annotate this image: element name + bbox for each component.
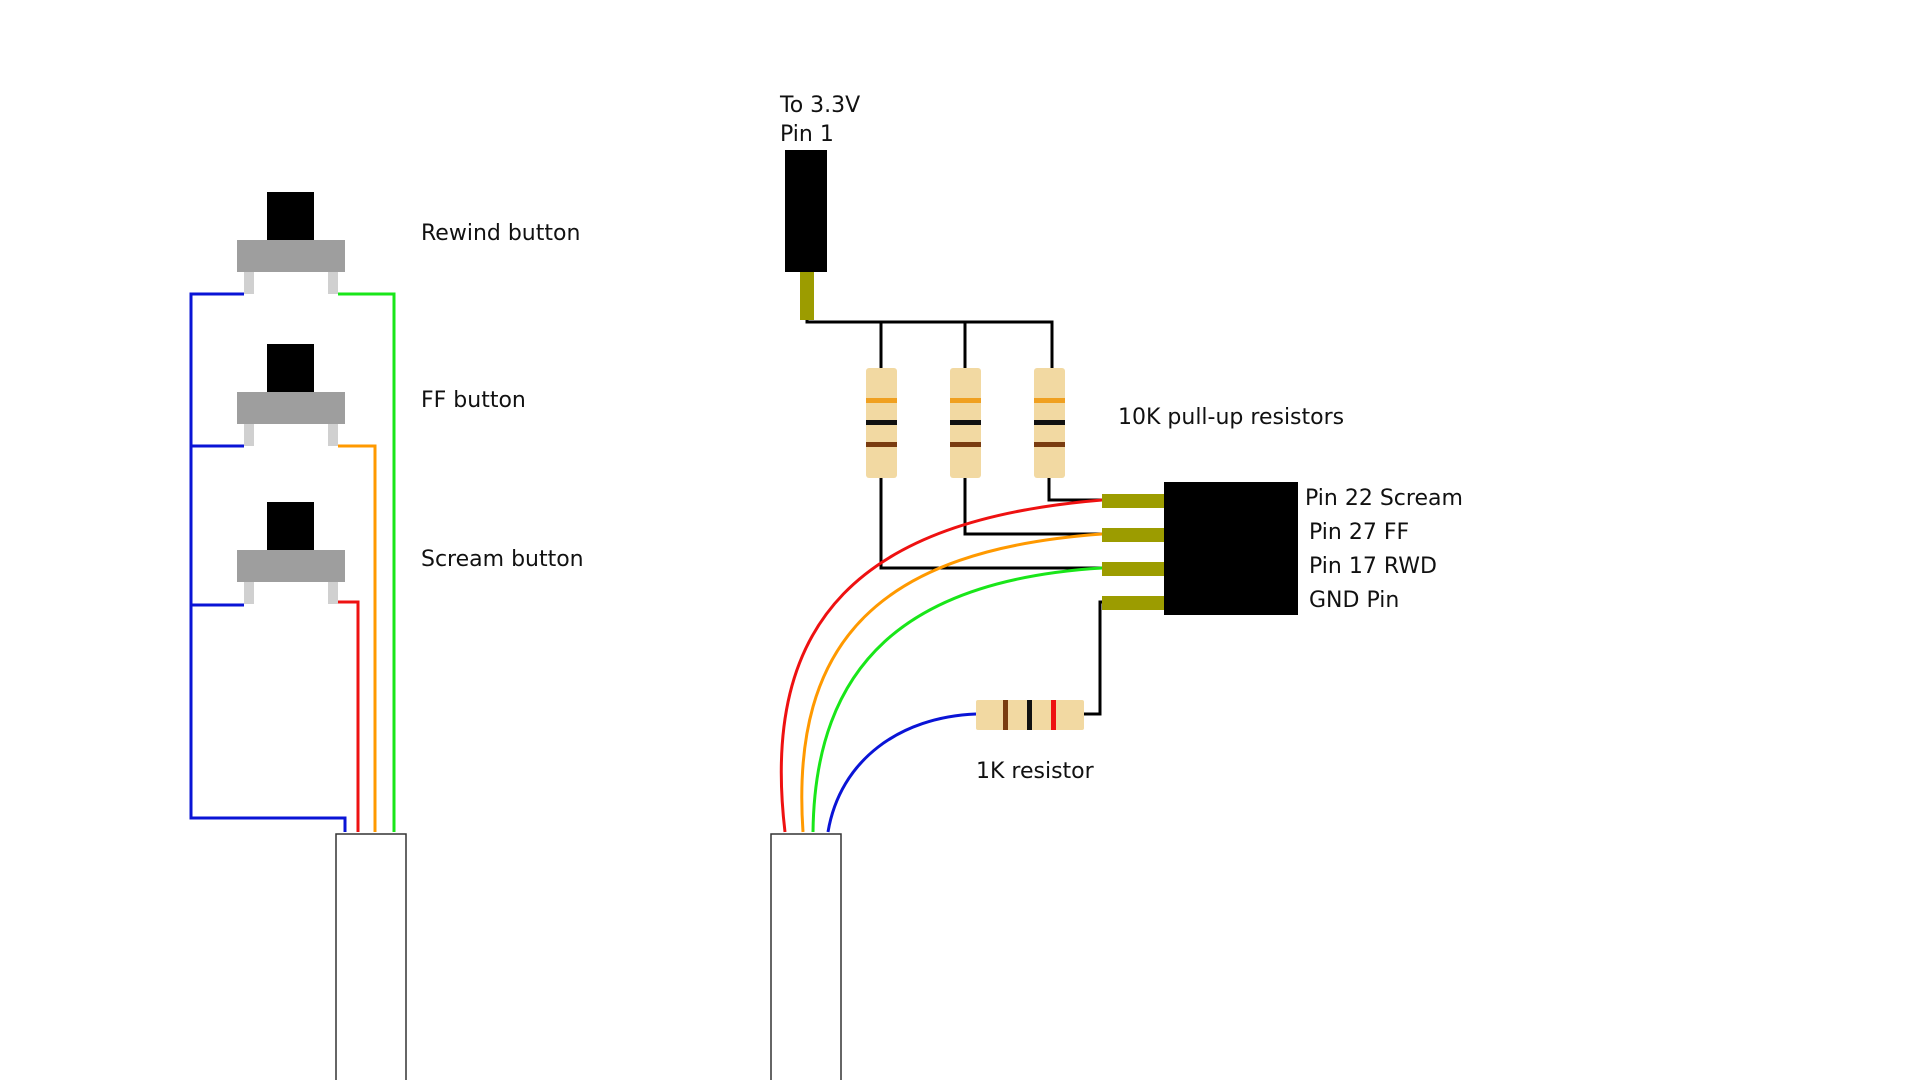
label-gnd-pin: GND Pin — [1309, 588, 1399, 613]
cable-left — [335, 833, 407, 1080]
label-pin-17: Pin 17 RWD — [1309, 554, 1437, 579]
label-scream-button: Scream button — [421, 547, 584, 572]
label-pin-22: Pin 22 Scream — [1305, 486, 1463, 511]
label-pin-1: Pin 1 — [780, 122, 834, 147]
pullup-wire-pin22 — [1047, 478, 1102, 502]
resistor-10k-3 — [1034, 368, 1065, 478]
header-pin-27 — [1102, 528, 1164, 542]
header-connector — [1164, 482, 1298, 615]
gnd-wire-left — [189, 292, 347, 832]
scream-button — [237, 502, 345, 604]
pullup-wire-pin17 — [879, 478, 1102, 570]
label-rewind-button: Rewind button — [421, 221, 580, 246]
label-1k-resistor: 1K resistor — [976, 759, 1095, 784]
vcc-bus — [805, 320, 1054, 368]
label-pin-27: Pin 27 FF — [1309, 520, 1409, 545]
header-pin-gnd — [1102, 596, 1164, 610]
ff-button — [237, 344, 345, 446]
ff-wire-left — [338, 444, 377, 832]
gnd-wire-right — [826, 712, 977, 833]
label-pullup-resistors: 10K pull-up resistors — [1118, 405, 1344, 430]
header-pin-22 — [1102, 494, 1164, 508]
rewind-wire-right — [811, 566, 1103, 833]
label-to-3v3: To 3.3V — [779, 93, 860, 118]
rewind-button — [237, 192, 345, 294]
pullup-wire-pin27 — [963, 478, 1102, 536]
connector-3v3-pin — [800, 272, 814, 320]
cable-right — [770, 833, 842, 1080]
header-pin-17 — [1102, 562, 1164, 576]
resistor-1k — [976, 700, 1084, 730]
rewind-wire-left — [338, 292, 396, 832]
connector-3v3 — [785, 150, 827, 272]
resistor-10k-2 — [950, 368, 981, 478]
ff-wire-right — [800, 532, 1103, 833]
scream-wire-left — [338, 600, 360, 832]
resistor-10k-1 — [866, 368, 897, 478]
label-ff-button: FF button — [421, 388, 526, 413]
scream-wire-right — [779, 498, 1103, 833]
gnd-pin-wire — [1083, 600, 1102, 716]
